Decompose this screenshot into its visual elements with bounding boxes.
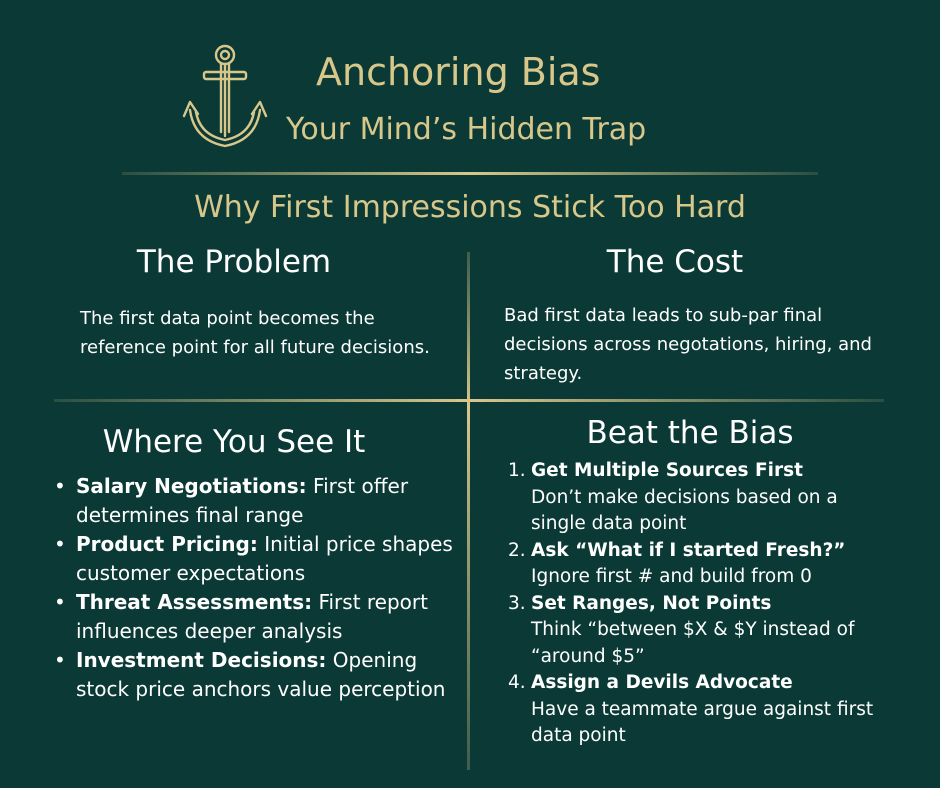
step-title: Ask “What if I started Fresh?” [531, 539, 846, 561]
step-number: 2. [508, 539, 526, 561]
item-term: Threat Assessments: [76, 590, 313, 614]
list-item: Investment Decisions: Opening stock pric… [54, 646, 459, 704]
list-item: Threat Assessments: First report influen… [54, 588, 459, 646]
item-desc: Opening stock price anchors value percep… [76, 648, 446, 701]
item-term: Salary Negotiations: [76, 474, 307, 498]
step-title: Assign a Devils Advocate [531, 672, 793, 693]
item-desc: First offer determines final range [76, 474, 409, 527]
vertical-divider [467, 252, 470, 770]
page-title: Anchoring Bias [316, 50, 601, 94]
cost-heading: The Cost [606, 244, 744, 280]
beat-heading: Beat the Bias [586, 415, 794, 451]
step-number: 1. [508, 460, 526, 481]
item-term: Product Pricing: [76, 532, 258, 556]
step-desc: Think “between $X & $Y instead of “aroun… [531, 619, 855, 667]
item-desc: Initial price shapes customer expectatio… [76, 532, 453, 585]
step-item: 2.Ask “What if I started Fresh?” Ignore f… [508, 538, 898, 591]
problem-text: The first data point becomes the referen… [80, 308, 430, 358]
step-desc: Don’t make decisions based on a single d… [531, 486, 838, 535]
horizontal-divider [54, 399, 884, 402]
tagline: Why First Impressions Stick Too Hard [194, 190, 746, 225]
item-term: Investment Decisions: [76, 648, 327, 672]
step-desc: Have a teammate argue against first data… [531, 698, 874, 747]
list-item: Salary Negotiations: First offer determi… [54, 472, 459, 530]
step-title: Get Multiple Sources First [531, 460, 803, 481]
cost-text: Bad first data leads to sub-par final de… [504, 305, 872, 384]
step-number: 3. [508, 592, 526, 614]
step-title: Set Ranges, Not Points [531, 592, 772, 614]
step-desc: Ignore first # and build from 0 [531, 566, 812, 587]
list-item: Product Pricing: Initial price shapes cu… [54, 530, 459, 588]
anchor-icon [182, 44, 268, 148]
where-list: Salary Negotiations: First offer determi… [54, 472, 459, 704]
step-number: 4. [508, 672, 526, 693]
item-desc: First report influences deeper analysis [76, 590, 428, 643]
title-divider [122, 172, 818, 175]
page-subtitle: Your Mind’s Hidden Trap [286, 112, 647, 147]
problem-heading: The Problem [136, 244, 332, 280]
where-heading: Where You See It [102, 424, 366, 460]
